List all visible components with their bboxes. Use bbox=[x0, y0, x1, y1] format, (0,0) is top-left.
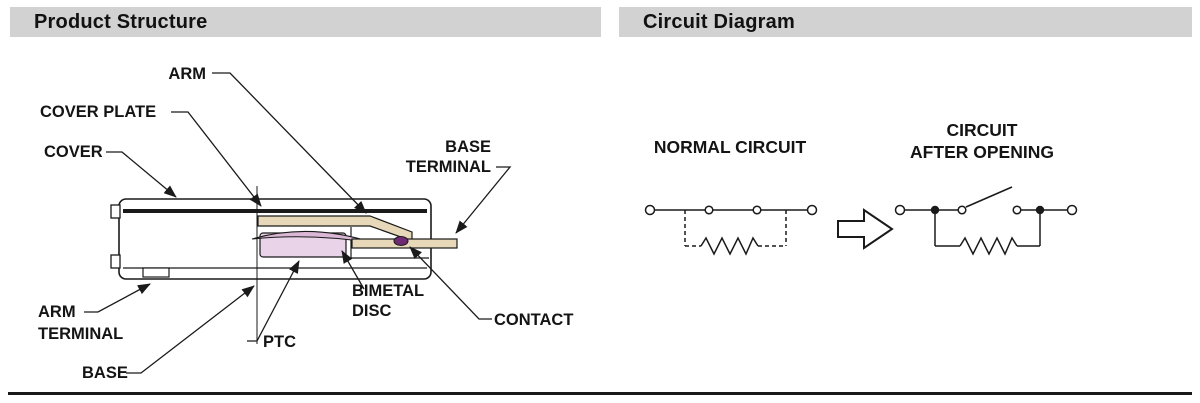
contact-shape bbox=[393, 236, 409, 246]
cover-label: COVER bbox=[44, 143, 103, 161]
terminal-node bbox=[806, 204, 818, 216]
contact-node bbox=[752, 205, 762, 215]
contact-leader bbox=[409, 246, 492, 320]
part-labels: ARM COVER PLATE COVER BASE TERMINAL ARM … bbox=[38, 65, 573, 382]
base-label: BASE bbox=[82, 364, 128, 382]
product-structure-diagram: ARM COVER PLATE COVER BASE TERMINAL ARM … bbox=[38, 65, 573, 382]
cover-leader bbox=[106, 151, 177, 198]
terminal-node bbox=[894, 204, 906, 216]
after-opening-label-line1: CIRCUIT bbox=[947, 120, 1018, 140]
ptc-label: PTC bbox=[263, 333, 296, 351]
contact-node bbox=[704, 205, 714, 215]
circuit-diagram-header: Circuit Diagram bbox=[619, 7, 1192, 37]
after-opening-schematic bbox=[894, 186, 1078, 256]
base-leader bbox=[126, 285, 255, 374]
normal-circuit-schematic bbox=[644, 204, 818, 256]
ptc-leader bbox=[247, 260, 300, 342]
arm-terminal-label-line1: ARM bbox=[38, 303, 76, 321]
after-opening-label-line2: AFTER OPENING bbox=[910, 142, 1054, 162]
cover-plate-leader bbox=[171, 111, 262, 207]
arm-label: ARM bbox=[168, 65, 206, 83]
bimetal-disc-leader bbox=[341, 250, 365, 290]
bimetal-disc-label-line2: DISC bbox=[352, 302, 392, 320]
transition-arrow-icon bbox=[837, 208, 894, 250]
base-terminal-label-line2: TERMINAL bbox=[406, 158, 491, 176]
open-switch-blade bbox=[965, 186, 1013, 208]
device-cross-section bbox=[110, 186, 458, 344]
base-terminal-label-line1: BASE bbox=[445, 138, 491, 156]
product-structure-header: Product Structure bbox=[10, 7, 601, 37]
ptc-resistor-symbol bbox=[959, 236, 1018, 256]
junction-dot bbox=[930, 205, 940, 215]
normal-circuit-label: NORMAL CIRCUIT bbox=[654, 137, 807, 157]
circuit-diagram-title: Circuit Diagram bbox=[643, 10, 795, 33]
arm-terminal-label-line2: TERMINAL bbox=[38, 325, 123, 343]
leader-lines bbox=[84, 72, 512, 374]
contact-node bbox=[1012, 205, 1022, 215]
junction-dot bbox=[1035, 205, 1045, 215]
ptc-resistor-symbol bbox=[700, 236, 759, 256]
base-terminal-leader bbox=[455, 166, 512, 234]
cover-left-tab-top bbox=[110, 204, 121, 219]
circuit-diagram: NORMAL CIRCUIT CIRCUIT AFTER OPENING bbox=[644, 120, 1078, 256]
arm-leader bbox=[212, 72, 367, 214]
arm-terminal-slot bbox=[142, 267, 170, 278]
terminal-node bbox=[644, 204, 656, 216]
cover-left-tab-bottom bbox=[110, 254, 121, 269]
bottom-divider bbox=[8, 392, 1192, 395]
cover-plate-label: COVER PLATE bbox=[40, 103, 156, 121]
bimetal-disc-label-line1: BIMETAL bbox=[352, 282, 424, 300]
terminal-node bbox=[1066, 204, 1078, 216]
contact-label: CONTACT bbox=[494, 311, 573, 329]
product-structure-title: Product Structure bbox=[34, 10, 208, 33]
contact-node bbox=[957, 205, 967, 215]
arm-terminal-leader bbox=[84, 283, 151, 313]
